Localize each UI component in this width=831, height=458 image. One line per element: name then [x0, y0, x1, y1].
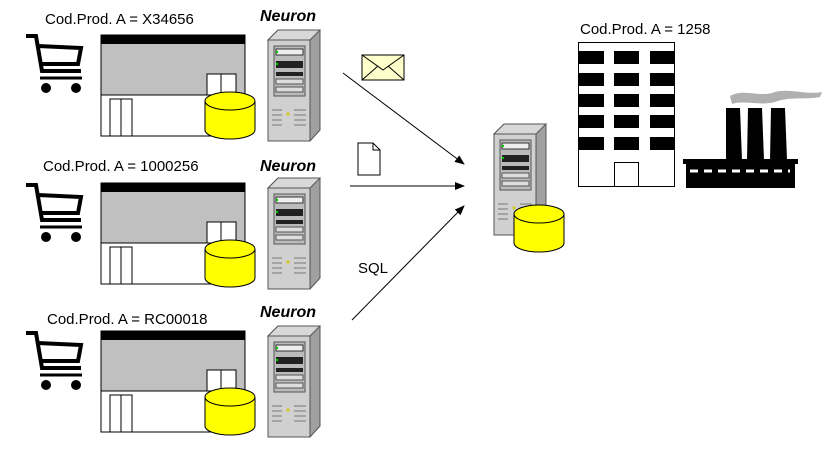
database-icon [204, 387, 256, 436]
database-icon [204, 239, 256, 288]
server-icon [267, 177, 321, 290]
neuron-label: Neuron [260, 8, 316, 25]
arrow-email [342, 72, 465, 165]
server-icon [267, 325, 321, 438]
arrow-sql [351, 205, 465, 321]
product-code-label: Cod.Prod. A = X34656 [45, 11, 194, 28]
central-database-icon [513, 204, 565, 253]
envelope-icon [361, 54, 405, 81]
source-row: Cod.Prod. A = X34656 Neuron [24, 8, 321, 142]
neuron-label: Neuron [260, 158, 316, 175]
product-code-label: Cod.Prod. A = 1000256 [43, 158, 199, 175]
sql-label: SQL [358, 260, 388, 277]
shopping-cart-icon [24, 331, 84, 392]
server-icon [267, 29, 321, 142]
office-building-icon [578, 42, 675, 187]
shopping-cart-icon [24, 183, 84, 244]
document-icon [357, 142, 381, 176]
product-code-label: Cod.Prod. A = RC00018 [47, 311, 208, 328]
database-icon [204, 91, 256, 140]
target-product-code-label: Cod.Prod. A = 1258 [580, 21, 711, 38]
shopping-cart-icon [24, 34, 84, 95]
neuron-label: Neuron [260, 304, 316, 321]
source-row: Cod.Prod. A = RC00018 Neuron [24, 304, 321, 438]
source-row: Cod.Prod. A = 1000256 Neuron [24, 158, 321, 290]
factory-icon [683, 90, 822, 188]
